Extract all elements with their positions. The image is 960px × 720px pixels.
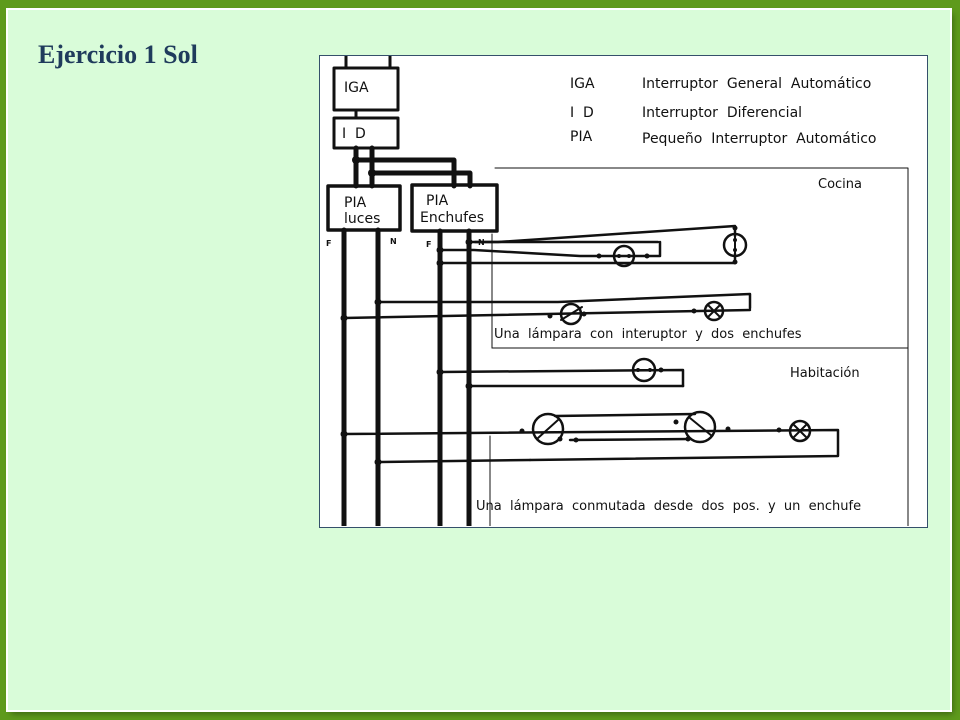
- junction-dot: [465, 238, 473, 246]
- terminal-f-enchufes: F: [426, 240, 431, 249]
- junction-dot: [340, 430, 348, 438]
- junction-dot: [374, 298, 382, 306]
- junction-dot: [465, 382, 473, 390]
- bus-junction-1: [352, 156, 360, 164]
- cocina-socket-branch-2: [438, 240, 662, 258]
- terminal-n-enchufes: N: [478, 238, 485, 247]
- cocina-socket-wire-1: [467, 224, 737, 244]
- wiring-diagram: IGA I D PIA luces PIA Enchufes F N F N I…: [319, 55, 928, 528]
- habitacion-traveller-2: [568, 437, 692, 442]
- pia-enchufes-box: [410, 183, 499, 233]
- legend-desc-id: Interruptor Diferencial: [642, 105, 802, 121]
- pia-enchufes-label-2: Enchufes: [420, 210, 484, 226]
- id-box: [332, 116, 400, 150]
- junction-dot: [436, 246, 444, 254]
- pia-luces-label-1: PIA: [344, 195, 367, 211]
- iga-label: IGA: [344, 80, 369, 96]
- habitacion-lamp-wire-2: [376, 458, 532, 464]
- switch-cocina-icon: [559, 302, 583, 326]
- pia-luces-label-2: luces: [344, 211, 380, 227]
- junction-dot: [436, 368, 444, 376]
- pia-enchufes-label-1: PIA: [426, 193, 449, 209]
- bus-b-right: [369, 170, 473, 189]
- cocina-lamp-wire-2: [342, 308, 752, 320]
- terminal-f-luces: F: [326, 239, 331, 248]
- id-label: I D: [342, 126, 366, 142]
- legend-desc-iga: Interruptor General Automático: [642, 76, 871, 92]
- room-cocina-label: Cocina: [818, 177, 862, 192]
- cocina-frame: [494, 167, 909, 526]
- cocina-caption: Una lámpara con interuptor y dos enchufe…: [494, 327, 802, 342]
- habitacion-traveller-1: [553, 412, 697, 418]
- bus-a-right: [353, 157, 457, 189]
- lamp-habitacion-icon: [788, 419, 812, 443]
- two-way-switch-2-icon: [683, 410, 717, 444]
- lamp-cocina-icon: [703, 300, 725, 322]
- junction-dot: [340, 314, 348, 322]
- legend-abbr-pia: PIA: [570, 129, 593, 145]
- terminal-n-luces: N: [390, 237, 397, 246]
- junction-dot: [436, 259, 444, 267]
- iga-box: [332, 66, 400, 112]
- room-habitacion-label: Habitación: [790, 366, 860, 381]
- habitacion-lamp-wire-1: [342, 428, 840, 462]
- legend-desc-pia: Pequeño Interruptor Automático: [642, 131, 876, 147]
- pia-luces-box: [326, 184, 402, 232]
- habitacion-caption: Una lámpara conmutada desde dos pos. y u…: [476, 499, 861, 514]
- habitacion-socket-wire-1: [438, 368, 685, 388]
- two-way-switch-1-icon: [531, 412, 565, 446]
- bus-junction-2: [368, 169, 376, 177]
- slide-title: Ejercicio 1 Sol: [38, 40, 198, 69]
- wiring-diagram-svg: IGA I D PIA luces PIA Enchufes F N F N I…: [326, 56, 909, 526]
- junction-dot: [374, 458, 382, 466]
- legend-abbr-iga: IGA: [570, 76, 595, 92]
- legend-abbr-id: I D: [570, 105, 594, 121]
- cocina-lamp-wire-1: [376, 292, 752, 310]
